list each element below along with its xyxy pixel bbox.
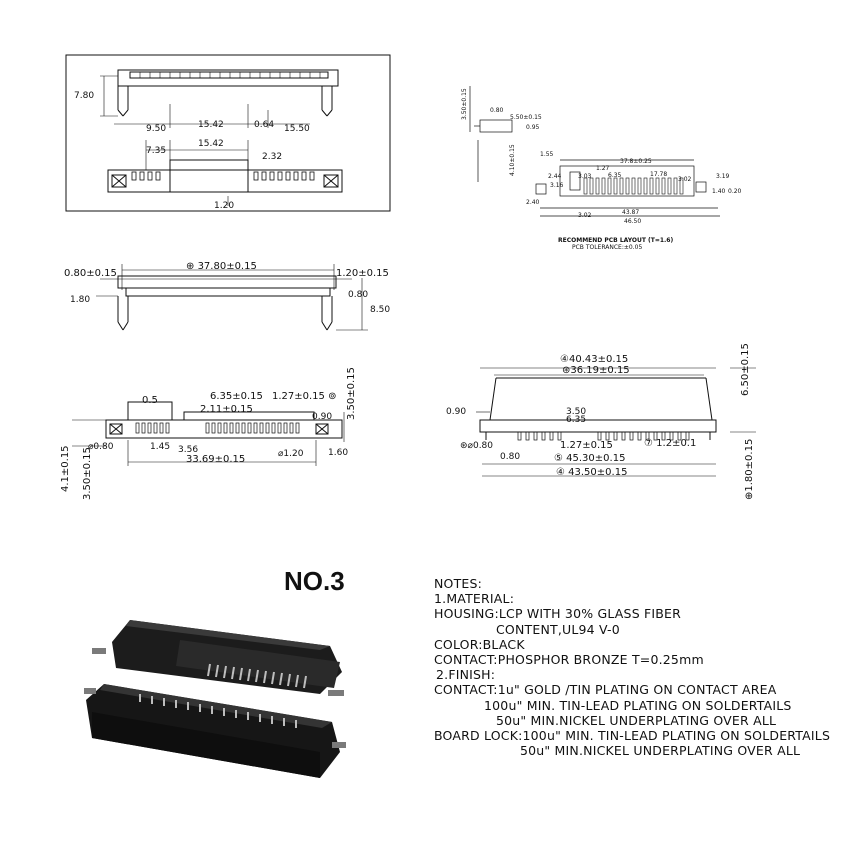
inset-dim-b: 15.42 — [198, 120, 224, 130]
pcb-dim-17: 43.87 — [622, 209, 639, 216]
inset-teeth — [139, 72, 321, 78]
bottom-dim-right1: 0.90 — [312, 412, 332, 422]
note-line: CONTENT,UL94 V-0 — [496, 621, 620, 637]
front-dim-note: ⑦ 1.2±0.1 — [644, 438, 696, 449]
side-dim-l2: 1.80 — [70, 295, 90, 305]
connector-photo-pins — [139, 663, 307, 728]
pcb-title: RECOMMEND PCB LAYOUT (T=1.6) — [558, 237, 673, 244]
pcb-dim-5: 4.10±0.15 — [509, 144, 516, 176]
bottom-dim-right2: 1.60 — [328, 448, 348, 458]
side-dim-height: 8.50 — [370, 305, 390, 315]
pcb-dim-2: 0.80 — [490, 107, 504, 114]
inset-side-view — [100, 69, 339, 128]
note-line: 50u" MIN.NICKEL UNDERPLATING OVER ALL — [520, 743, 801, 759]
note-line: CONTACT:1u" GOLD /TIN PLATING ON CONTACT… — [434, 682, 777, 698]
pcb-layout-drawing — [469, 86, 720, 217]
bottom-dim-pitch-b: 6.35±0.15 — [210, 391, 263, 402]
side-dim-top: ⊕ 37.80±0.15 — [186, 261, 257, 272]
bottom-dim-span: 33.69±0.15 — [186, 454, 245, 465]
note-line: COLOR:BLACK — [434, 636, 525, 652]
pcb-dim-1: 3.50±0.15 — [461, 88, 468, 120]
note-line: 1.MATERIAL: — [434, 591, 515, 607]
front-dim-w2: ⊛36.19±0.15 — [562, 365, 630, 376]
bottom-dim-left-dia: ⌀0.80 — [88, 442, 114, 452]
front-dim-pitch: 1.27±0.15 — [560, 440, 613, 451]
front-dim-w3: ⑤ 45.30±0.15 — [554, 453, 625, 464]
note-line: BOARD LOCK:100u" MIN. TIN-LEAD PLATING O… — [434, 728, 831, 744]
pcb-dim-15: 3.16 — [550, 182, 564, 189]
inset-dim-g: 2.32 — [262, 152, 282, 162]
front-dim-dia: ⊛⌀0.80 — [460, 441, 493, 451]
note-line: CONTACT:PHOSPHOR BRONZE T=0.25mm — [434, 652, 704, 668]
note-line: 100u" MIN. TIN-LEAD PLATING ON SOLDERTAI… — [484, 697, 792, 713]
pcb-dim-13: 3.03 — [578, 173, 592, 180]
note-line: HOUSING:LCP WITH 30% GLASS FIBER — [434, 606, 682, 622]
pcb-dim-21: 0.20 — [728, 188, 742, 195]
connector-photo — [84, 620, 346, 778]
front-dim-s2: 6.35 — [566, 415, 586, 425]
inset-pins — [131, 171, 315, 181]
front-view-pins — [517, 431, 690, 441]
bottom-dim-gap2: 3.56 — [178, 445, 198, 455]
bottom-dim-dia2: ⌀1.20 — [278, 449, 304, 459]
pcb-dim-12: 2.44 — [548, 173, 562, 180]
pcb-dim-8: 1.27 — [596, 165, 610, 172]
pcb-dim-4: 0.95 — [526, 124, 540, 131]
pcb-dim-11: 3.19 — [716, 173, 730, 180]
bottom-view-drawing — [72, 401, 345, 466]
bottom-view-pins — [135, 422, 300, 434]
pcb-dim-20: 1.40 — [712, 188, 726, 195]
inset-dim-h: 1.20 — [214, 201, 234, 211]
note-line: 50u" MIN.NICKEL UNDERPLATING OVER ALL — [496, 712, 777, 728]
side-dim-r2: 0.80 — [348, 290, 368, 300]
product-label: NO.3 — [284, 566, 345, 596]
front-dim-s3: 0.80 — [500, 452, 520, 462]
bottom-dim-h1: 3.50±0.15 — [346, 367, 357, 420]
inset-dim-e: 7.35 — [146, 146, 166, 156]
note-line: NOTES: — [434, 576, 483, 591]
front-dim-h: 6.50±0.15 — [740, 343, 751, 396]
pcb-dim-18: 3.02 — [578, 212, 592, 219]
pcb-dim-10: 17.78 — [650, 171, 667, 178]
bottom-dim-gap1: 1.45 — [150, 442, 170, 452]
bottom-dim-pitch-d: 2.11±0.15 — [200, 404, 253, 415]
bottom-dim-pitch-c: 1.27±0.15 ⊚ — [272, 391, 336, 402]
inset-dim-d: 15.50 — [284, 124, 310, 134]
side-dim-right: 1.20±0.15 — [336, 268, 389, 279]
front-dim-vr: ⊕1.80±0.15 — [744, 439, 755, 500]
bottom-dim-v2: 3.50±0.15 — [82, 447, 93, 500]
front-dim-w1: ④40.43±0.15 — [560, 354, 628, 365]
bottom-dim-v1: 4.1±0.15 — [60, 445, 71, 492]
inset-top-view — [107, 140, 343, 206]
pcb-dim-16: 2.40 — [526, 199, 540, 206]
bottom-dim-pitch-a: 0.5 — [142, 395, 158, 406]
note-line: 2.FINISH: — [436, 667, 496, 683]
pcb-dim-9: 6.35 — [608, 172, 622, 179]
inset-dim-f: 15.42 — [198, 139, 224, 149]
front-dim-s1: 3.50 — [566, 407, 586, 417]
inset-frame — [65, 54, 391, 212]
pcb-pads — [583, 177, 684, 195]
pcb-dim-3: 5.50±0.15 — [510, 114, 542, 121]
side-view-drawing — [96, 264, 368, 331]
pcb-tolerance: PCB TOLERANCE:±0.05 — [572, 244, 642, 251]
inset-dim-c: 0.64 — [254, 120, 274, 130]
front-dim-left: 0.90 — [446, 407, 466, 417]
pcb-dim-6: 1.55 — [540, 151, 554, 158]
inset-dim-a: 9.50 — [146, 124, 166, 134]
pcb-dim-19: 46.50 — [624, 218, 641, 225]
front-dim-w4: ④ 43.50±0.15 — [556, 467, 627, 478]
pcb-dim-7: 37.8±0.25 — [620, 158, 652, 165]
side-dim-left: 0.80±0.15 — [64, 268, 117, 279]
notes-block: NOTES: 1.MATERIAL: HOUSING:LCP WITH 30% … — [434, 576, 844, 758]
pcb-dim-14: 3.02 — [678, 176, 692, 183]
inset-dim-height: 7.80 — [74, 91, 94, 101]
